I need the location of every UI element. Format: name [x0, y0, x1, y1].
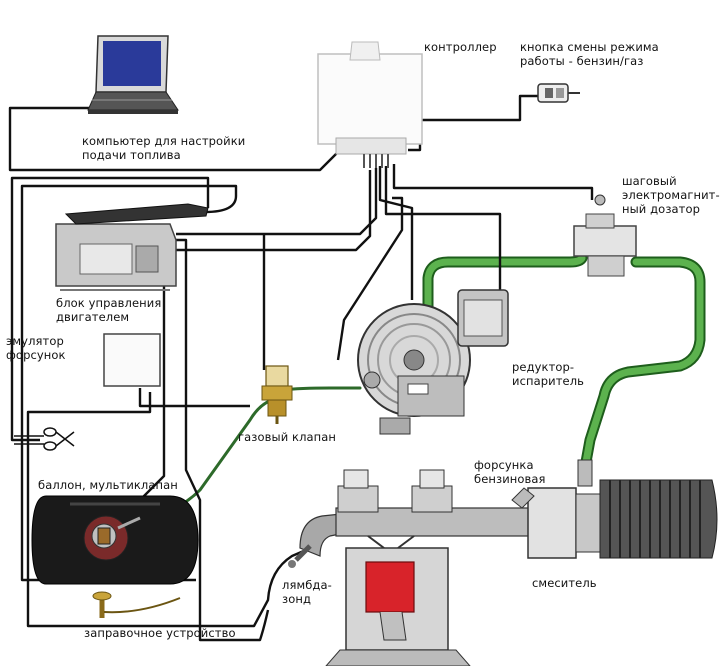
label-computer: компьютер для настройки подачи топлива — [82, 134, 246, 162]
engine-intake — [299, 469, 533, 666]
label-emulator: эмулятор форсунок — [6, 334, 66, 362]
label-controller: контроллер — [424, 40, 497, 54]
label-mode-button: кнопка смены режима работы - бензин/газ — [520, 40, 659, 68]
gas-tank — [31, 495, 199, 585]
label-reducer: редуктор- испаритель — [512, 360, 585, 388]
controller-unit — [317, 41, 423, 168]
label-gas-valve: газовый клапан — [238, 430, 337, 444]
label-lambda: лямбда- зонд — [282, 578, 332, 606]
scissors-icon — [14, 427, 75, 451]
piston — [365, 561, 415, 613]
label-petrol-injector: форсунка бензиновая — [474, 458, 546, 486]
petrol-injector — [511, 487, 535, 509]
engine-ecu — [55, 203, 209, 291]
mode-switch-button — [537, 83, 580, 103]
label-ecu: блок управления двигателем — [56, 296, 162, 324]
label-stepper: шаговый электромагнит- ный дозатор — [622, 174, 720, 216]
filler-device — [92, 591, 181, 618]
stepper-dozer — [573, 194, 637, 277]
mixer-airfilter — [527, 459, 718, 559]
label-mixer: смеситель — [532, 576, 597, 590]
lambda-probe — [288, 544, 312, 568]
injector-emulator — [103, 333, 161, 387]
reducer-vaporizer — [357, 289, 509, 435]
label-filler: заправочное устройство — [84, 626, 236, 640]
gas-valve — [261, 365, 293, 424]
laptop-computer — [87, 35, 179, 114]
gas-line-valve-to-reducer — [280, 386, 362, 394]
label-tank: баллон, мультиклапан — [38, 478, 178, 492]
